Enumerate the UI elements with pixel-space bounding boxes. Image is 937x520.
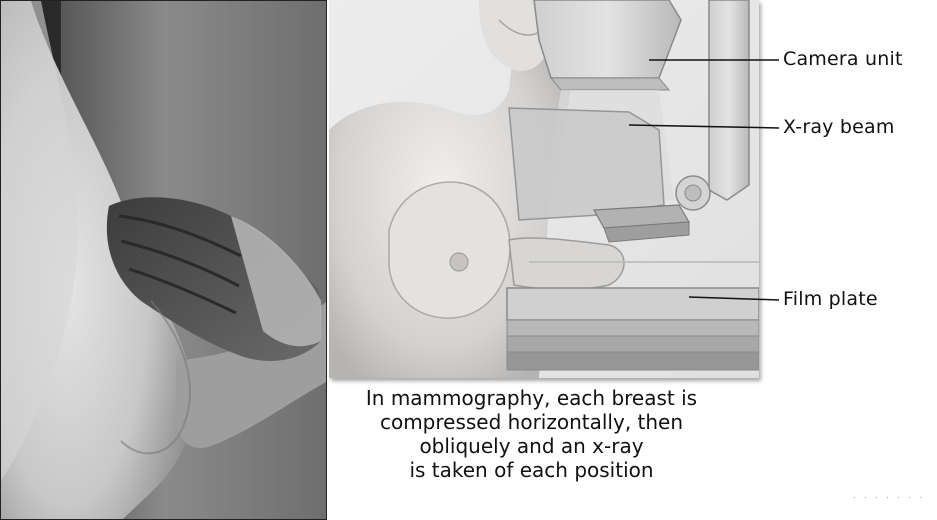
self-exam-illustration bbox=[1, 1, 327, 520]
caption-line-1: In mammography, each breast is bbox=[329, 386, 734, 410]
film-plate-label: Film plate bbox=[783, 288, 878, 310]
xray-beam-leader bbox=[629, 125, 779, 128]
diagram-caption: In mammography, each breast is compresse… bbox=[329, 386, 734, 482]
faint-footer-mark: . . . . . . . bbox=[853, 491, 925, 500]
film-plate-leader bbox=[689, 297, 779, 300]
caption-line-2: compressed horizontally, then bbox=[329, 410, 734, 434]
xray-beam-label: X-ray beam bbox=[783, 116, 895, 138]
caption-line-3: obliquely and an x-ray bbox=[329, 434, 734, 458]
mammography-diagram: Camera unit X-ray beam Film plate In mam… bbox=[329, 0, 937, 520]
camera-unit-label: Camera unit bbox=[783, 48, 903, 70]
caption-line-4: is taken of each position bbox=[329, 458, 734, 482]
breast-self-exam-photo bbox=[0, 0, 327, 520]
